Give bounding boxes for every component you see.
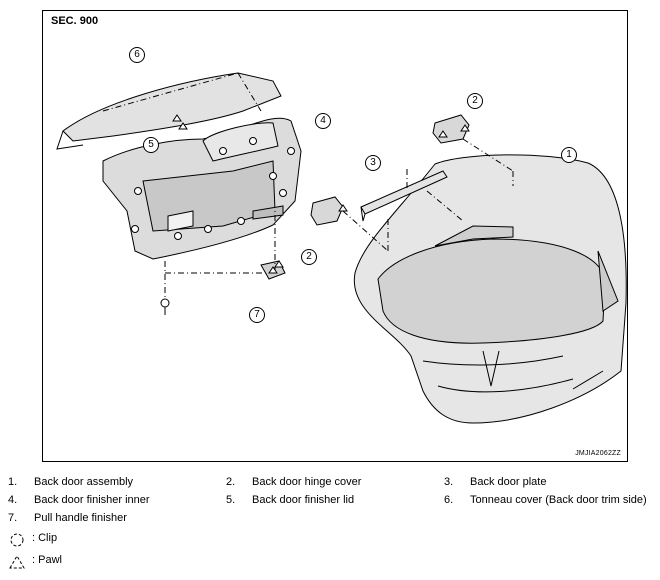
section-label: SEC. 900 [51,15,99,27]
diagram-drawing [56,72,627,424]
pawl-icon [9,555,25,569]
legend-label: Back door hinge cover [252,476,362,488]
back-door-finisher-inner [102,117,302,260]
legend-symbol-clip: : Clip [0,532,200,548]
callout-1: 1 [561,147,577,163]
legend-label: Tonneau cover (Back door trim side) [470,494,647,506]
callout-3: 3 [365,155,381,171]
legend-symbol-pawl: : Pawl [0,554,200,570]
legend-label: Back door plate [470,476,547,488]
legend-number: 5. [226,494,236,506]
tonneau-cover [56,72,282,150]
clip-icon [10,533,24,547]
exploded-diagram: SEC. 900 JMJIA2062ZZ 6 5 4 2 3 1 2 7 [42,10,628,462]
back-door-assembly [353,154,627,424]
callout-2-lower: 2 [301,249,317,265]
legend-number: 1. [8,476,18,488]
legend-label: Back door finisher lid [252,494,355,506]
clip-markers [131,137,295,240]
legend-label: Back door assembly [34,476,134,488]
legend-symbol-label: : Clip [32,532,58,544]
pawl-markers [172,114,470,274]
callout-6: 6 [129,47,145,63]
legend-label: Back door finisher inner [34,494,150,506]
clip-fastener [160,298,170,315]
leader-lines [102,72,514,299]
callout-7: 7 [249,307,265,323]
figure-code: JMJIA2062ZZ [575,450,621,457]
legend-number: 7. [8,512,18,524]
legend-number: 3. [444,476,454,488]
legend-number: 6. [444,494,454,506]
legend-number: 2. [226,476,236,488]
callout-4: 4 [315,113,331,129]
back-door-hinge-cover-lower [310,196,344,226]
legend-label: Pull handle finisher [34,512,127,524]
callout-5: 5 [143,137,159,153]
callout-2-upper: 2 [467,93,483,109]
legend-number: 4. [8,494,18,506]
back-door-plate [360,170,448,222]
legend-symbol-label: : Pawl [32,554,62,566]
